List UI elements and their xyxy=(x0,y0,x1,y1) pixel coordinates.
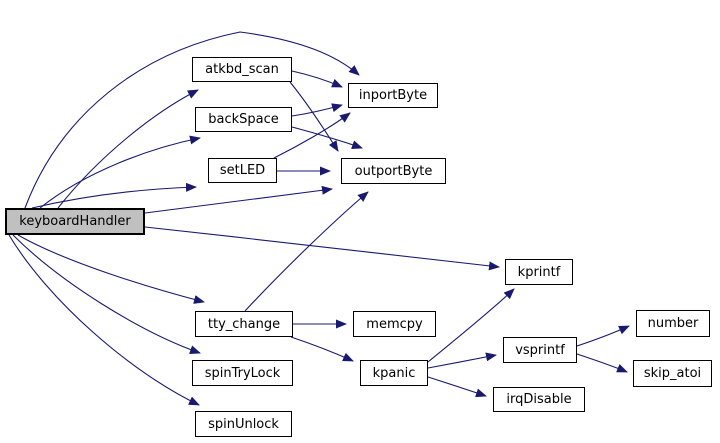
edge-keyboardHandler-backSpace xyxy=(39,135,201,209)
node-spinunlock[interactable]: spinUnlock xyxy=(195,411,292,437)
edge-keyboardHandler-kprintf xyxy=(144,226,500,271)
node-vsprintf[interactable]: vsprintf xyxy=(503,337,577,363)
edge-keyboardHandler-setLED xyxy=(31,182,197,209)
node-kpanic[interactable]: kpanic xyxy=(360,360,428,386)
edge-keyboardHandler-atkbd_scan xyxy=(57,89,199,209)
node-atkbd-scan[interactable]: atkbd_scan xyxy=(192,57,292,82)
node-keyboardhandler: keyboardHandler xyxy=(5,208,145,235)
edge-keyboardHandler-spinTryLock xyxy=(12,234,201,354)
node-spintrylock[interactable]: spinTryLock xyxy=(192,360,293,386)
edge-atkbd_scan-outportByte xyxy=(289,81,339,152)
edge-kpanic-kprintf xyxy=(427,288,515,363)
node-skip-atoi[interactable]: skip_atoi xyxy=(633,360,712,387)
node-backspace[interactable]: backSpace xyxy=(195,107,292,132)
edge-vsprintf-number xyxy=(576,325,630,347)
edge-keyboardHandler-tty_change xyxy=(17,234,205,304)
edge-vsprintf-skip_atoi xyxy=(576,353,628,373)
edge-keyboardHandler-outportByte xyxy=(144,185,333,214)
edge-keyboardHandler-inportByte xyxy=(24,31,360,209)
node-inportbyte[interactable]: inportByte xyxy=(348,83,438,108)
edge-backSpace-outportByte xyxy=(291,126,363,149)
node-number[interactable]: number xyxy=(636,310,710,337)
node-setled[interactable]: setLED xyxy=(208,158,277,183)
node-kprintf[interactable]: kprintf xyxy=(505,259,573,285)
edge-keyboardHandler-spinUnlock xyxy=(8,234,200,406)
edge-setLED-inportByte xyxy=(273,112,351,159)
edge-kpanic-irqDisable xyxy=(427,376,487,398)
node-memcpy[interactable]: memcpy xyxy=(353,311,436,337)
edge-tty_change-kpanic xyxy=(290,336,354,362)
node-tty-change[interactable]: tty_change xyxy=(195,311,293,337)
edge-backSpace-inportByte xyxy=(291,103,343,117)
node-irqdisable[interactable]: irqDisable xyxy=(493,387,585,412)
edge-tty_change-outportByte xyxy=(244,191,369,312)
edge-kpanic-vsprintf xyxy=(427,352,497,369)
edge-atkbd_scan-inportByte xyxy=(291,70,343,88)
node-outportbyte[interactable]: outportByte xyxy=(341,158,446,184)
